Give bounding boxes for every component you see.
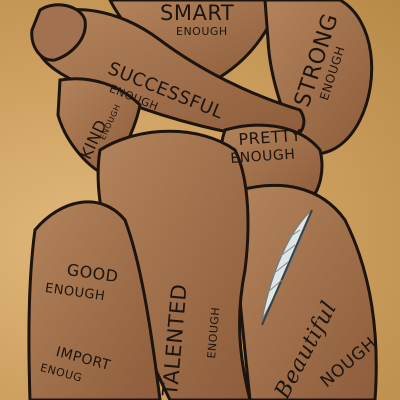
label-smart: SMART xyxy=(160,1,235,25)
feather-icon xyxy=(261,209,313,326)
hand-shape xyxy=(30,3,87,62)
left-calf-shape xyxy=(27,200,162,400)
label-smart-enough: ENOUGH xyxy=(176,25,228,38)
label-pretty: PRETTY xyxy=(237,125,302,149)
